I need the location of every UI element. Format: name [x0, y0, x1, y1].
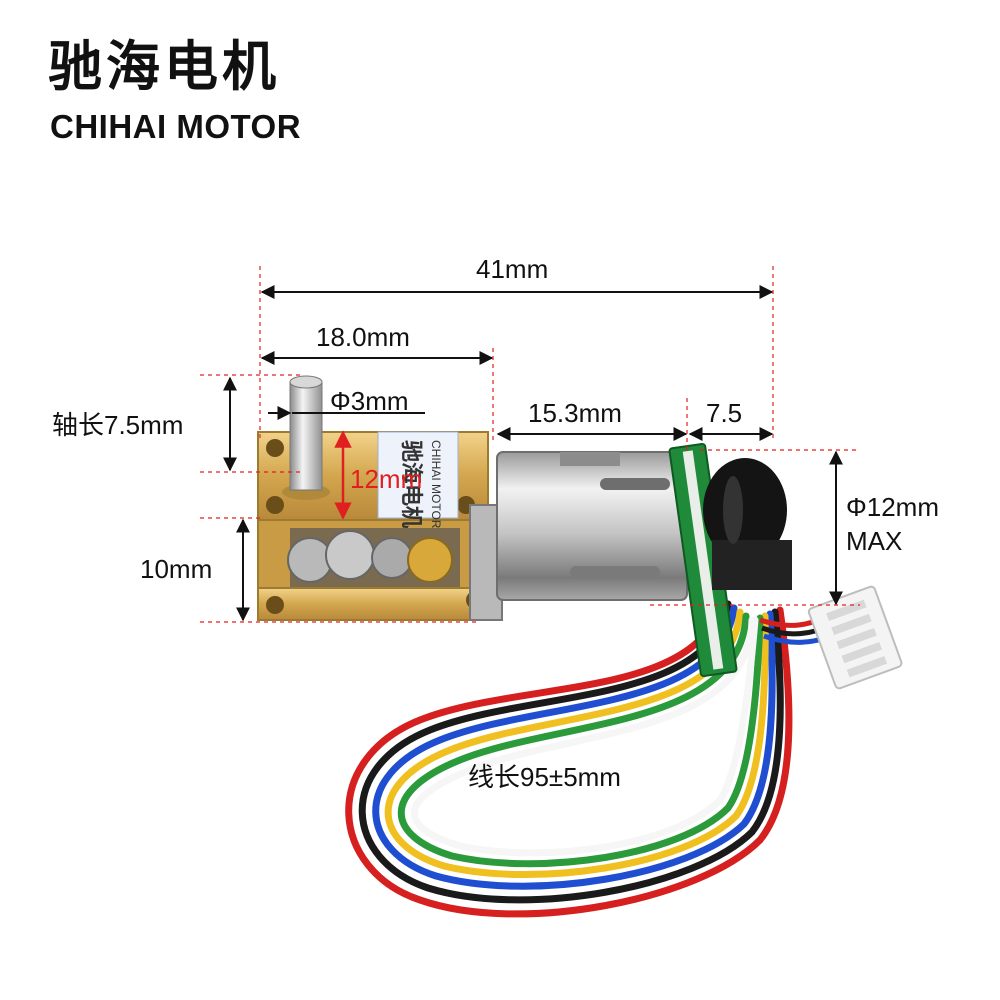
wire-bundle [345, 596, 793, 918]
case-label-en: CHIHAI MOTOR [429, 440, 443, 529]
gearbox-height-label: 10mm [140, 554, 213, 584]
dimension-guides [200, 266, 860, 623]
motor-length-label: 15.3mm [528, 398, 622, 428]
gearbox-length-label: 18.0mm [316, 322, 410, 352]
brand-english-name: CHIHAI MOTOR [50, 108, 302, 145]
output-shaft [282, 375, 330, 500]
wire-length-label: 线长95±5mm [468, 762, 621, 792]
total-length-label: 41mm [476, 254, 549, 284]
shaft-height-label: 12mm [350, 464, 423, 494]
case-label-cn: 驰海电机 [398, 440, 424, 528]
motor-can [496, 451, 688, 601]
dimension-lines [223, 285, 843, 622]
shaft-diameter-label: Φ3mm [330, 386, 409, 416]
brand-chinese-name: 驰海电机 [48, 35, 280, 98]
motor-diameter-note: MAX [846, 526, 903, 556]
shaft-length-label: 轴长7.5mm [52, 410, 184, 440]
encoder [668, 443, 792, 677]
motor-diameter-label: Φ12mm [846, 492, 939, 522]
encoder-length-label: 7.5 [706, 398, 743, 428]
